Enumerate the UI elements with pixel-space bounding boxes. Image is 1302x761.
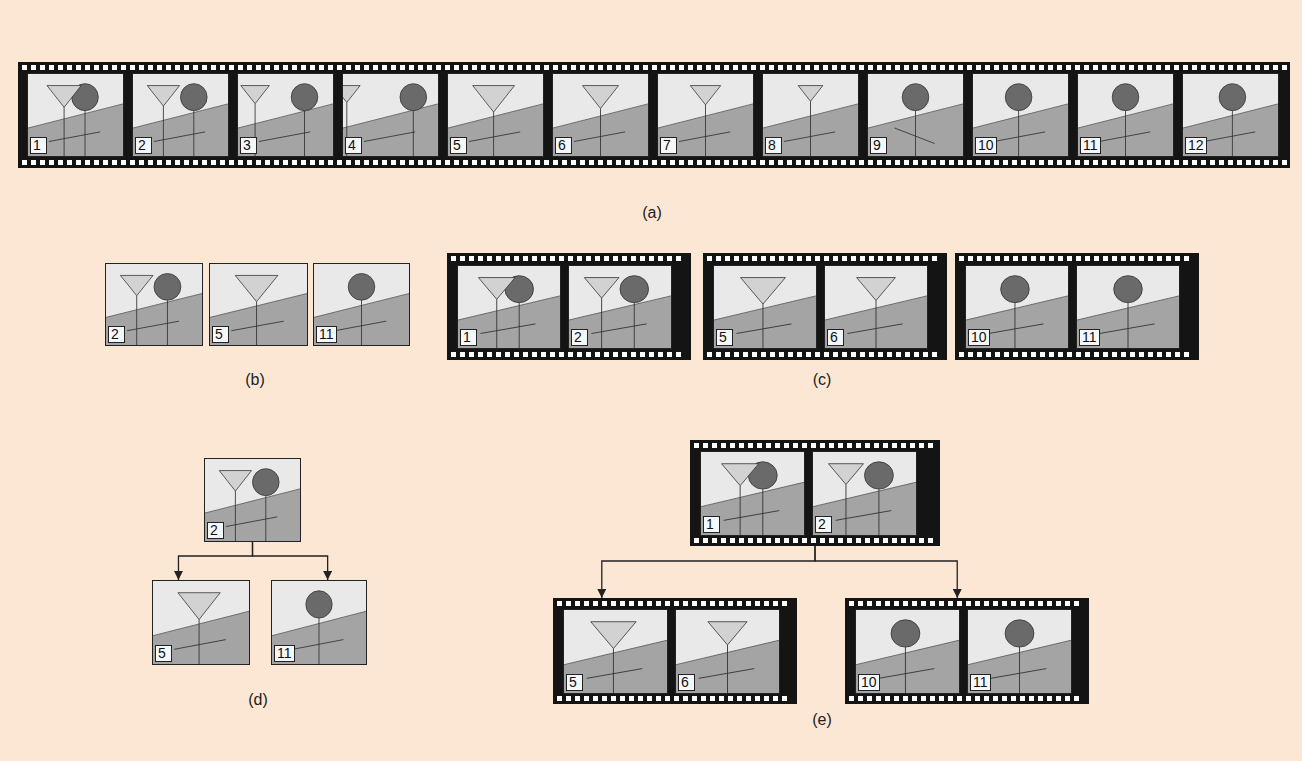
frame-number: 2 [135,137,152,154]
frame-number: 11 [1079,329,1100,346]
film-strip: 123456789101112 [18,62,1290,168]
video-frame: 5 [152,580,250,665]
frame-number: 2 [207,522,224,539]
frame-number: 3 [240,137,257,154]
video-frame: 11 [1076,265,1180,349]
video-frame: 2 [812,451,917,536]
video-frame: 2 [132,73,229,157]
tree-arrow [178,542,252,580]
film-strip: 56 [553,598,797,704]
video-frame: 5 [563,609,668,694]
video-frame: 10 [965,265,1069,349]
frame-number: 10 [968,329,990,346]
tree-arrow [815,546,957,598]
frame-number: 1 [30,137,47,154]
panel-label: (b) [245,371,265,389]
video-frame: 1 [457,265,561,349]
frame-number: 5 [212,326,229,343]
frame-number: 1 [703,516,720,533]
film-strip: 12 [690,440,940,546]
tree-arrow [253,542,328,580]
panel-label: (a) [642,204,662,222]
video-frame: 12 [1182,73,1279,157]
frame-number: 7 [660,137,677,154]
panel-label: (d) [248,691,268,709]
frame-number: 5 [716,329,733,346]
frame-number: 2 [571,329,588,346]
film-strip: 12 [447,253,691,360]
video-frame: 11 [271,580,367,665]
frame-number: 6 [827,329,844,346]
frame-number: 10 [975,137,997,154]
frame-number: 8 [765,137,782,154]
video-frame: 10 [972,73,1069,157]
frame-number: 9 [870,137,887,154]
video-frame: 5 [447,73,544,157]
tree-arrow [602,546,815,598]
frame-number: 11 [1080,137,1101,154]
frame-number: 10 [858,674,880,691]
frame-number: 11 [316,326,337,343]
frame-number: 4 [345,137,362,154]
video-frame: 4 [342,73,439,157]
frame-number: 5 [450,137,467,154]
panel-label: (e) [812,711,832,729]
video-frame: 7 [657,73,754,157]
video-frame: 1 [27,73,124,157]
frame-number: 2 [815,516,832,533]
video-frame: 2 [568,265,672,349]
panel-label: (c) [813,371,832,389]
frame-number: 11 [970,674,991,691]
video-frame: 5 [209,263,308,346]
video-frame: 6 [824,265,928,349]
video-frame: 1 [700,451,805,536]
frame-number: 2 [108,326,125,343]
film-strip: 10 11 [845,598,1089,704]
frame-number: 12 [1185,137,1207,154]
frame-number: 1 [460,329,477,346]
video-frame: 5 [713,265,817,349]
film-strip: 10 11 [955,253,1199,360]
video-frame: 2 [105,263,203,346]
video-frame: 9 [867,73,964,157]
video-frame: 10 [855,609,960,694]
video-frame: 8 [762,73,859,157]
video-frame: 6 [675,609,780,694]
frame-number: 11 [274,645,295,662]
video-frame: 11 [1077,73,1174,157]
video-frame: 6 [552,73,649,157]
frame-number: 6 [555,137,572,154]
frame-number: 5 [566,674,583,691]
film-strip: 56 [703,253,947,360]
video-frame: 2 [204,458,301,542]
frame-number: 6 [678,674,695,691]
video-frame: 11 [967,609,1072,694]
video-frame: 3 [237,73,334,157]
video-frame: 11 [313,263,410,346]
frame-number: 5 [155,645,172,662]
